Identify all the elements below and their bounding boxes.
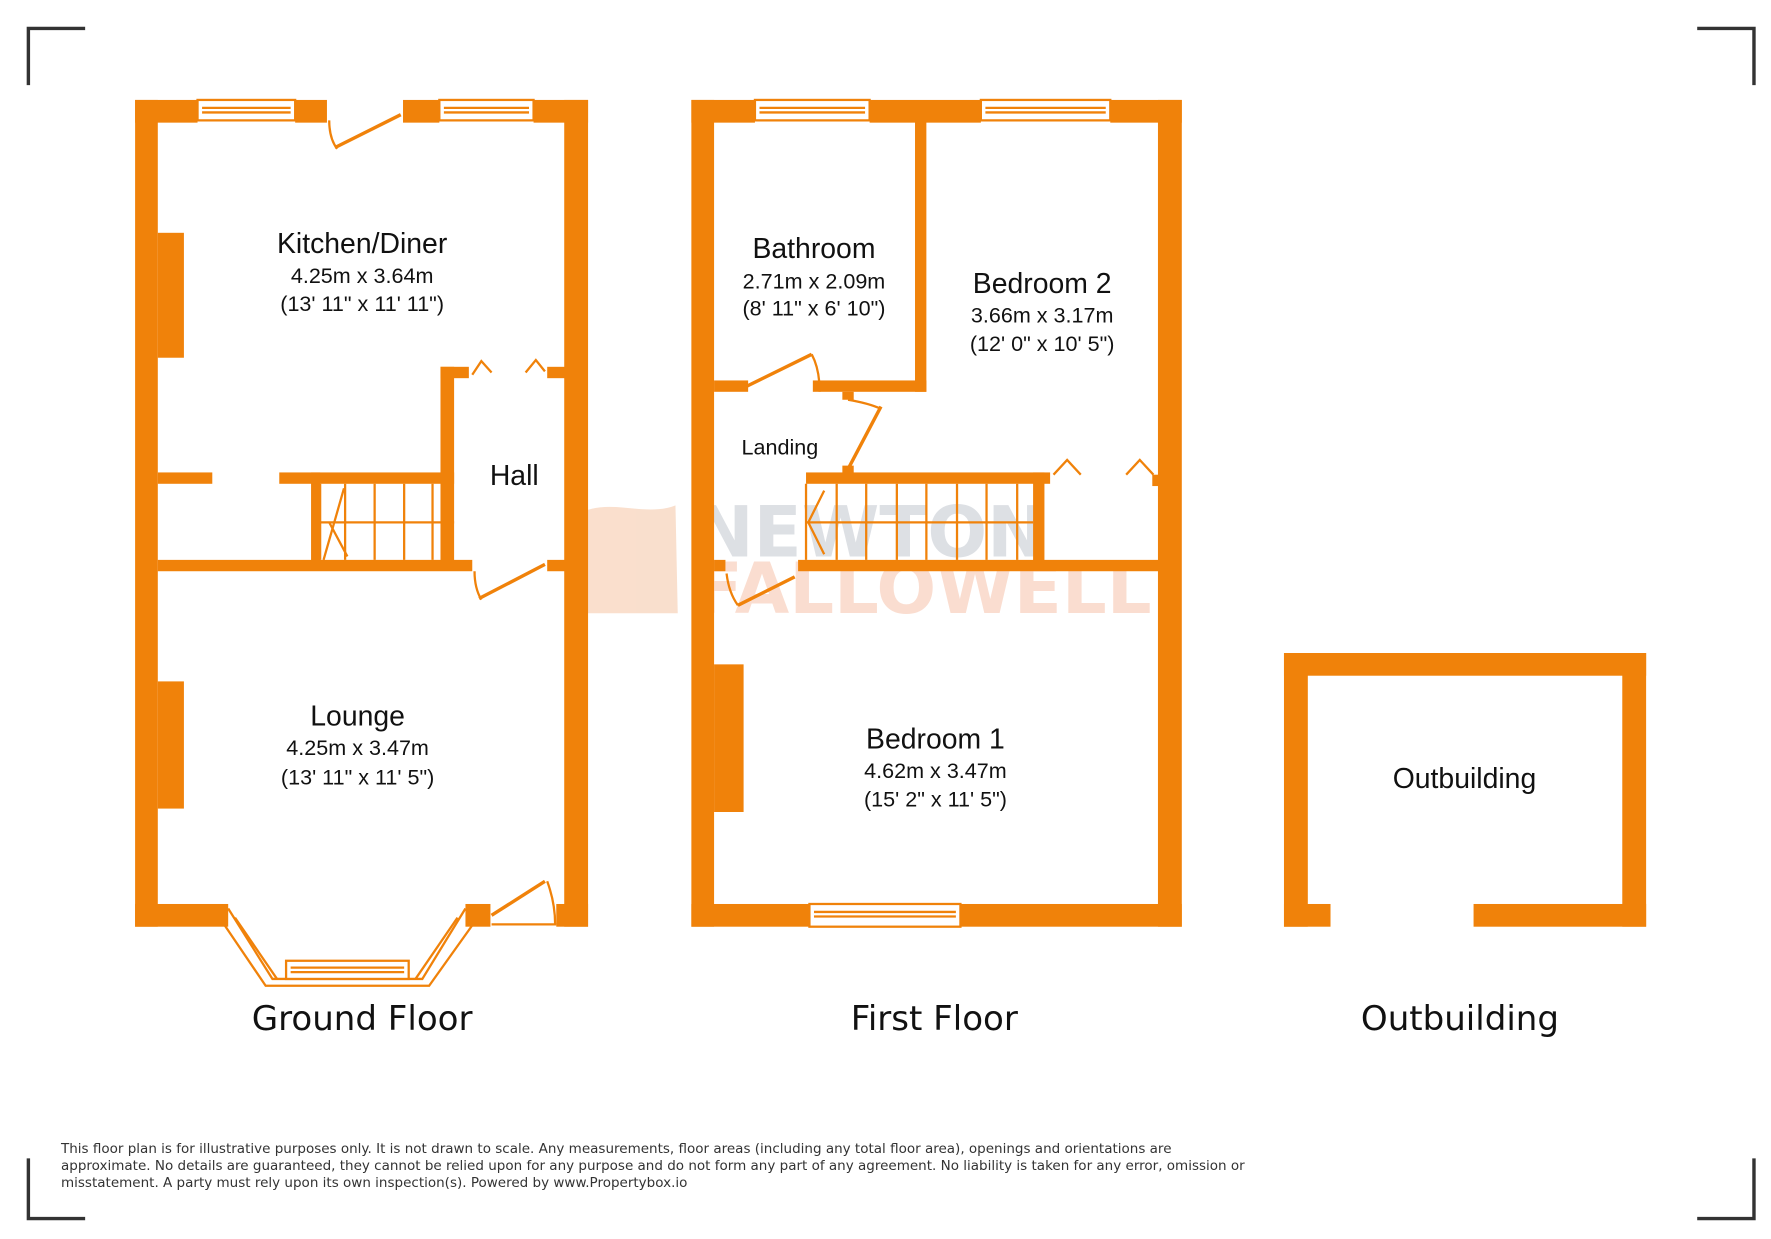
first-floor-plan bbox=[691, 99, 1182, 927]
room-metric-bathroom: 2.71m x 2.09m bbox=[743, 268, 886, 293]
floor-label-first: First Floor bbox=[851, 999, 1018, 1039]
room-imperial-kitchen-diner: (13' 11" x 11' 11") bbox=[280, 291, 444, 316]
room-name-outbuilding: Outbuilding bbox=[1393, 763, 1537, 795]
ground-floor-fixtures bbox=[196, 98, 557, 987]
corner-marks bbox=[26, 26, 1756, 1221]
room-imperial-bathroom: (8' 11" x 6' 10") bbox=[742, 296, 885, 321]
outbuilding-plan bbox=[1283, 653, 1647, 927]
first-floor-fixtures bbox=[725, 98, 1155, 928]
disclaimer-text: This floor plan is for illustrative purp… bbox=[61, 1141, 1245, 1191]
room-imperial-bedroom-2: (12' 0" x 10' 5") bbox=[970, 331, 1115, 356]
room-imperial-lounge: (13' 11" x 11' 5") bbox=[281, 765, 434, 790]
room-metric-bedroom-2: 3.66m x 3.17m bbox=[971, 303, 1114, 328]
room-name-lounge: Lounge bbox=[310, 701, 405, 733]
room-metric-lounge: 4.25m x 3.47m bbox=[286, 735, 429, 760]
room-name-landing: Landing bbox=[742, 434, 819, 459]
room-name-bedroom-2: Bedroom 2 bbox=[973, 268, 1112, 300]
ground-floor-plan bbox=[135, 99, 589, 927]
room-name-kitchen-diner: Kitchen/Diner bbox=[277, 228, 447, 260]
floor-label-outbuilding: Outbuilding bbox=[1361, 999, 1559, 1039]
room-imperial-bedroom-1: (15' 2" x 11' 5") bbox=[864, 786, 1007, 811]
room-name-bathroom: Bathroom bbox=[752, 233, 875, 265]
floor-label-ground: Ground Floor bbox=[252, 999, 473, 1039]
room-metric-kitchen-diner: 4.25m x 3.64m bbox=[291, 263, 434, 288]
room-metric-bedroom-1: 4.62m x 3.47m bbox=[864, 758, 1007, 783]
room-name-bedroom-1: Bedroom 1 bbox=[866, 723, 1005, 755]
room-name-hall: Hall bbox=[490, 460, 539, 492]
